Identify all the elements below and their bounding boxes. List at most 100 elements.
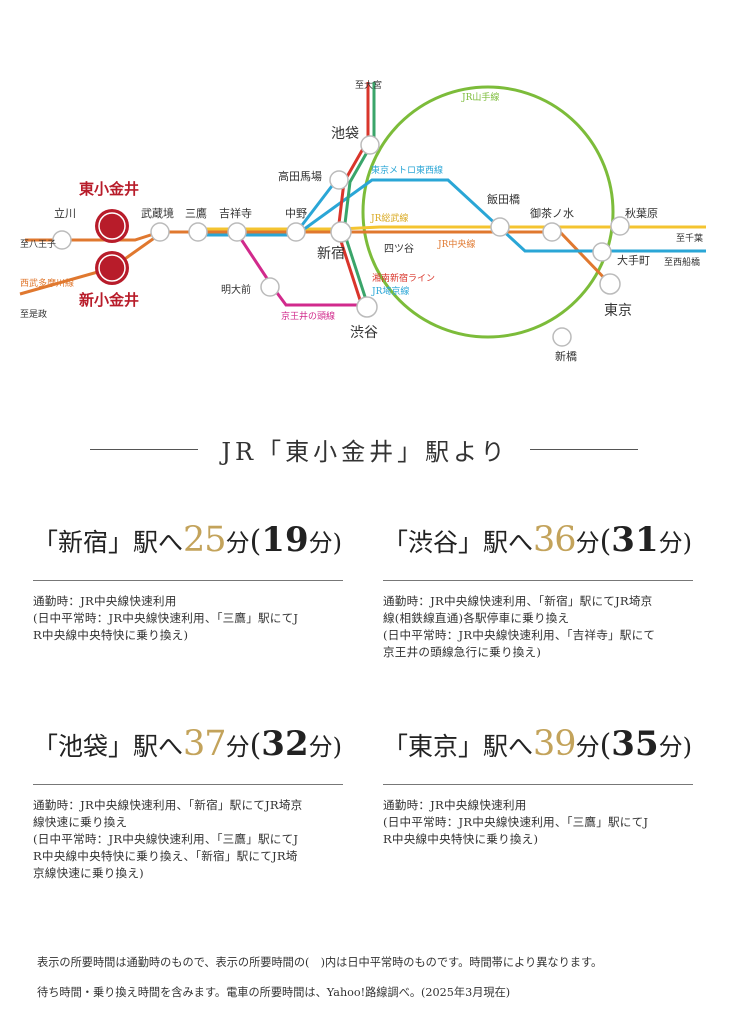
- label-tachikawa: 立川: [54, 206, 76, 220]
- route-line: 線(相鉄線直通)各駅停車に乗り換え: [383, 611, 570, 625]
- route-destination: 「渋谷」駅へ: [383, 528, 534, 557]
- route-alt-minutes: 32: [261, 724, 309, 764]
- footnote-line: 待ち時間・乗り換え時間を含みます。電車の所要時間は、Yahoo!路線調べ。(20…: [37, 986, 511, 999]
- label-yotsuya: 四ツ谷: [384, 243, 414, 255]
- route-line: 通勤時：JR中央線快速利用: [383, 798, 527, 812]
- label-shin-koganei: 新小金井: [79, 291, 139, 309]
- route-minutes: 25: [183, 520, 227, 560]
- route-unit: 分: [225, 529, 250, 557]
- route-description: 通勤時：JR中央線快速利用 (日中平常時：JR中央線快速利用、「三鷹」駅にてJ …: [383, 797, 693, 848]
- label-ikebukuro: 池袋: [331, 126, 359, 142]
- footnote-line: 表示の所要時間は通勤時のもので、表示の所要時間の( )内は日中平常時のものです。…: [37, 956, 603, 969]
- inokashira-line: [235, 232, 364, 307]
- label-shibuya: 渋谷: [350, 325, 378, 341]
- station-nakano: [286, 222, 306, 242]
- station-shibuya: [356, 296, 378, 318]
- route-card-shinjuku: 「新宿」駅へ25分(19分) 通勤時：JR中央線快速利用 (日中平常時：JR中央…: [33, 520, 343, 644]
- route-line: 京線快速に乗り換え): [33, 866, 144, 880]
- station-mitaka: [188, 222, 208, 242]
- route-line: 線快速に乗り換え: [33, 815, 128, 829]
- label-nakano: 中野: [285, 207, 307, 220]
- route-line: 通勤時：JR中央線快速利用、「新宿」駅にてJR埼京: [33, 798, 303, 812]
- route-unit: 分: [225, 733, 250, 761]
- route-minutes: 39: [533, 724, 577, 764]
- label-mitaka: 三鷹: [185, 206, 207, 220]
- label-to-nishifunabashi: 至西船橋: [664, 256, 700, 268]
- tozai-line: [198, 178, 706, 253]
- route-line: R中央線中央特快に乗り換え): [33, 628, 189, 642]
- route-minutes: 37: [183, 724, 227, 764]
- route-alt-open: (: [599, 524, 612, 559]
- route-card-shibuya: 「渋谷」駅へ36分(31分) 通勤時：JR中央線快速利用、「新宿」駅にてJR埼京…: [383, 520, 693, 661]
- heading-rule-right: [530, 449, 638, 450]
- route-destination: 「新宿」駅へ: [33, 528, 184, 557]
- label-yamanote: JR山手線: [461, 91, 499, 103]
- station-musashisakai: [150, 222, 170, 242]
- route-line: 通勤時：JR中央線快速利用: [33, 594, 177, 608]
- label-to-hachioji: 至八王子: [20, 239, 56, 250]
- route-line: R中央線中央特快に乗り換え、「新宿」駅にてJR埼: [33, 849, 298, 863]
- route-line: (日中平常時：JR中央線快速利用、「三鷹」駅にてJ: [33, 832, 299, 846]
- route-destination: 「東京」駅へ: [383, 732, 534, 761]
- station-iidabashi: [490, 217, 510, 237]
- label-musashisakai: 武蔵境: [141, 206, 174, 220]
- label-tozai: 東京メトロ東西線: [371, 164, 443, 176]
- station-shinjuku: [330, 221, 352, 243]
- label-kichijoji: 吉祥寺: [219, 206, 252, 220]
- station-shinbashi: [552, 327, 572, 347]
- label-higashi-koganei: 東小金井: [79, 180, 139, 198]
- route-unit: 分: [575, 733, 600, 761]
- route-card-ikebukuro: 「池袋」駅へ37分(32分) 通勤時：JR中央線快速利用、「新宿」駅にてJR埼京…: [33, 724, 343, 882]
- saikyo-line: [342, 82, 376, 307]
- route-alt-open: (: [599, 728, 612, 763]
- station-akihabara: [610, 216, 630, 236]
- station-ikebukuro: [360, 135, 380, 155]
- label-takadanobaba: 高田馬場: [278, 169, 322, 183]
- route-destination: 「池袋」駅へ: [33, 732, 184, 761]
- route-alt-open: (: [249, 728, 262, 763]
- label-sobu: JR総武線: [370, 212, 408, 224]
- route-map: 至大宮 JR山手線 池袋 高田馬場 東京メトロ東西線 飯田橋 御茶ノ水 秋葉原 …: [19, 79, 706, 363]
- label-inokashira: 京王井の頭線: [281, 310, 335, 322]
- label-saikyo: JR埼京線: [371, 285, 409, 297]
- route-alt-minutes: 35: [611, 724, 659, 764]
- label-to-omiya: 至大宮: [355, 79, 382, 91]
- route-title: 「新宿」駅へ25分(19分): [33, 520, 343, 581]
- section-heading: JR「東小金井」駅より: [0, 428, 730, 468]
- route-title: 「東京」駅へ39分(35分): [383, 724, 693, 785]
- route-line: (日中平常時：JR中央線快速利用、「三鷹」駅にてJ: [383, 815, 649, 829]
- route-line: R中央線中央特快に乗り換え): [383, 832, 539, 846]
- label-ochanomizu: 御茶ノ水: [530, 206, 574, 220]
- label-chuo: JR中央線: [437, 238, 475, 250]
- route-line: (日中平常時：JR中央線快速利用、「吉祥寺」駅にて: [383, 628, 656, 642]
- label-shinbashi: 新橋: [555, 349, 577, 363]
- route-alt-unit: 分): [658, 529, 692, 557]
- station-shin-koganei: [95, 251, 129, 285]
- label-to-chiba: 至千葉: [676, 232, 703, 244]
- station-higashi-koganei: [95, 209, 129, 243]
- heading-rule-left: [90, 449, 198, 450]
- route-alt-unit: 分): [658, 733, 692, 761]
- station-ochanomizu: [542, 222, 562, 242]
- station-meidaimae: [260, 277, 280, 297]
- route-title: 「渋谷」駅へ36分(31分): [383, 520, 693, 581]
- label-akihabara: 秋葉原: [625, 206, 658, 220]
- route-alt-minutes: 19: [261, 520, 309, 560]
- route-alt-unit: 分): [308, 529, 342, 557]
- route-minutes: 36: [533, 520, 577, 560]
- station-tokyo: [599, 273, 621, 295]
- route-description: 通勤時：JR中央線快速利用 (日中平常時：JR中央線快速利用、「三鷹」駅にてJ …: [33, 593, 343, 644]
- label-shinjuku: 新宿: [317, 245, 345, 262]
- station-tachikawa: [52, 230, 72, 250]
- station-otemachi: [592, 242, 612, 262]
- station-takadanobaba: [329, 170, 349, 190]
- yamanote-line: [361, 85, 615, 339]
- route-unit: 分: [575, 529, 600, 557]
- station-kichijoji: [227, 222, 247, 242]
- route-line: 京王井の頭線急行に乗り換え): [383, 645, 542, 659]
- label-shonan-shinjuku: 湘南新宿ライン: [372, 272, 435, 284]
- label-iidabashi: 飯田橋: [487, 192, 520, 206]
- route-line: (日中平常時：JR中央線快速利用、「三鷹」駅にてJ: [33, 611, 299, 625]
- label-meidaimae: 明大前: [221, 283, 251, 296]
- route-title: 「池袋」駅へ37分(32分): [33, 724, 343, 785]
